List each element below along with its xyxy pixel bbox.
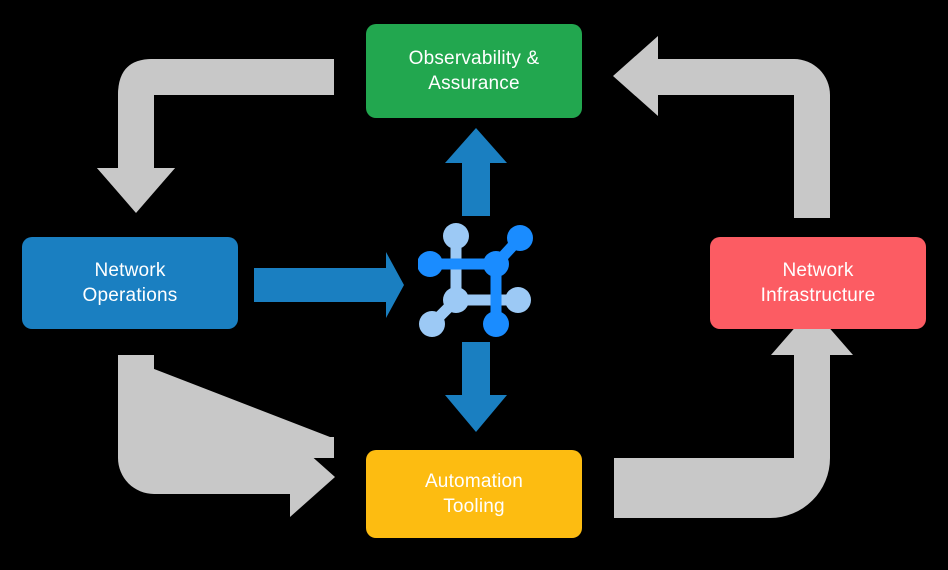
arrow-center-up xyxy=(445,128,507,216)
arrow-operations-right xyxy=(254,252,404,318)
node-observability-assurance[interactable]: Observability & Assurance xyxy=(366,24,582,118)
node-network-infrastructure[interactable]: Network Infrastructure xyxy=(710,237,926,329)
arrow-center-down xyxy=(445,342,507,432)
arrow-infrastructure-to-observability xyxy=(613,36,830,218)
node-automation-tooling[interactable]: Automation Tooling xyxy=(366,450,582,538)
arrow-operations-to-automation-shape xyxy=(118,355,335,517)
arrow-automation-to-infrastructure xyxy=(614,308,853,518)
arrow-operations-to-automation xyxy=(118,355,334,458)
arrow-observability-to-operations-shape xyxy=(97,59,334,213)
node-network-operations[interactable]: Network Operations xyxy=(22,237,238,329)
network-topology-icon xyxy=(418,223,533,337)
